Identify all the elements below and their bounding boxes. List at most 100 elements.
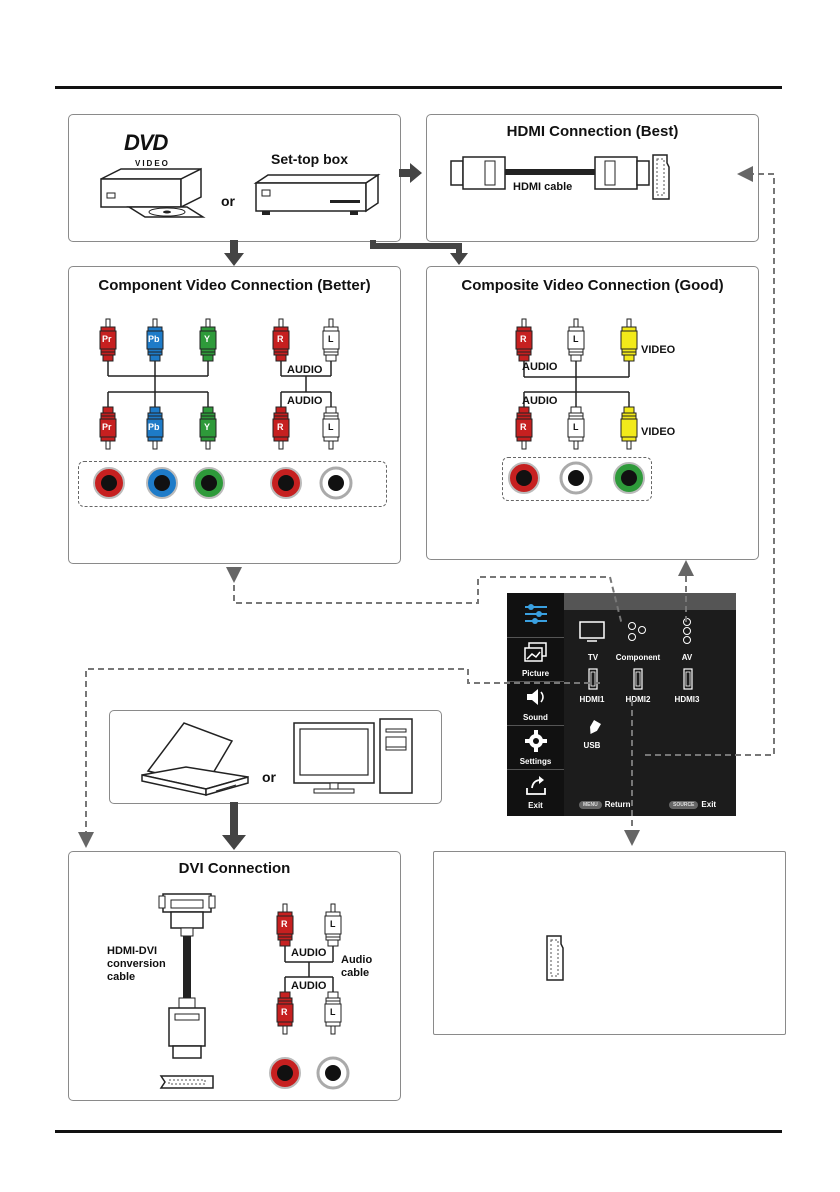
composite-audio-label-1: AUDIO xyxy=(522,361,558,373)
top-rule xyxy=(55,86,782,89)
component-audio-label-2: AUDIO xyxy=(287,395,323,407)
tv-icon xyxy=(579,621,605,642)
source-key-badge: SOURCE xyxy=(669,800,699,809)
or-text-1: or xyxy=(221,193,235,209)
comp-plug-l-top: L xyxy=(566,318,586,362)
dashed-connectors xyxy=(78,166,775,848)
usb-icon xyxy=(590,719,601,735)
dvi-plug-l-top: L xyxy=(323,903,343,947)
sidebar-label-settings: Settings xyxy=(519,757,552,766)
bottom-rule xyxy=(55,1130,782,1133)
footer-return-label: Return xyxy=(604,800,631,809)
plug-y-top: Y xyxy=(198,318,218,362)
dvi-audio-label-1: AUDIO xyxy=(291,947,327,959)
input-source-icon xyxy=(525,604,547,624)
settop-box-icon xyxy=(253,173,381,215)
sidebar-item-source[interactable] xyxy=(507,593,564,638)
source-menu-screen: Picture Sound Settings Exit xyxy=(507,593,736,816)
hdmi-title: HDMI Connection (Best) xyxy=(506,123,679,140)
gear-icon xyxy=(525,730,547,752)
hdmi-port-icon-2 xyxy=(546,935,564,981)
composite-jacks xyxy=(508,461,645,495)
sidebar-item-exit[interactable]: Exit xyxy=(507,769,564,813)
plug-l-bottom: L xyxy=(321,406,341,450)
composite-audio-label-2: AUDIO xyxy=(522,395,558,407)
sidebar-label-sound: Sound xyxy=(523,713,548,722)
menu-key-badge: MENU xyxy=(579,800,602,809)
plug-pr-bottom-label: Pr xyxy=(102,422,112,432)
plug-l-top-label: L xyxy=(328,334,334,344)
dvi-plug-r-top: R xyxy=(275,903,295,947)
dvi-cable-label-3: cable xyxy=(107,971,136,983)
component-panel: Component Video Connection (Better) Pr P… xyxy=(68,266,401,564)
comp-plug-l-top-label: L xyxy=(573,334,579,344)
dvi-audio-label-2: AUDIO xyxy=(291,980,327,992)
plug-pb-top: Pb xyxy=(145,318,165,362)
source-hdmi3[interactable]: HDMI3 xyxy=(674,695,700,704)
hdmi-port-icon xyxy=(652,154,670,200)
plug-y-top-label: Y xyxy=(204,334,211,344)
component-icon xyxy=(628,622,646,641)
dvd-logo: DVD xyxy=(124,130,168,155)
composite-jack-panel xyxy=(502,457,652,501)
dvi-cable-label-2: conversion xyxy=(107,958,166,970)
dvi-plug-r-bottom: R xyxy=(275,991,295,1035)
dvi-title: DVI Connection xyxy=(178,860,291,877)
source-hdmi1[interactable]: HDMI1 xyxy=(579,695,605,704)
comp-plug-l-bottom: L xyxy=(566,406,586,450)
component-audio-label-1: AUDIO xyxy=(287,364,323,376)
plug-r-bottom: R xyxy=(271,406,291,450)
comp-plug-video-top xyxy=(619,318,639,362)
settop-label: Set-top box xyxy=(271,151,348,167)
composite-video-label-1: VIDEO xyxy=(641,344,676,356)
hdmi2-port-panel xyxy=(433,851,786,1035)
sidebar-label-picture: Picture xyxy=(521,669,550,678)
hdmi-cable-label: HDMI cable xyxy=(513,181,573,193)
dvi-plug-r-top-label: R xyxy=(281,919,288,929)
comp-plug-r-top: R xyxy=(514,318,534,362)
composite-video-label-2: VIDEO xyxy=(641,426,676,438)
picture-icon xyxy=(524,642,547,662)
dvi-cable-icon xyxy=(158,893,216,1089)
composite-wiring xyxy=(523,359,630,409)
sidebar-item-settings[interactable]: Settings xyxy=(507,725,564,770)
component-jacks xyxy=(93,466,353,500)
comp-plug-video-bottom xyxy=(619,406,639,450)
component-title: Component Video Connection (Better) xyxy=(98,277,371,294)
dvi-plug-r-bottom-label: R xyxy=(281,1007,288,1017)
hdmi1-icon xyxy=(588,668,598,690)
audio-cable-label-2: cable xyxy=(341,967,370,979)
sidebar-item-picture[interactable]: Picture xyxy=(507,637,564,682)
dvi-plug-l-bottom-label: L xyxy=(330,1007,336,1017)
desktop-computer-icon xyxy=(293,718,413,794)
comp-plug-r-bottom: R xyxy=(514,406,534,450)
plug-pr-top-label: Pr xyxy=(102,334,112,344)
sidebar-label-exit: Exit xyxy=(528,801,543,810)
solid-arrows xyxy=(222,163,468,850)
hdmi-panel: HDMI Connection (Best) HDMI cable xyxy=(426,114,759,242)
comp-plug-l-bottom-label: L xyxy=(573,422,579,432)
source-hdmi2[interactable]: HDMI2 xyxy=(625,695,651,704)
plug-l-bottom-label: L xyxy=(328,422,334,432)
or-text-2: or xyxy=(262,769,276,785)
plug-y-bottom: Y xyxy=(198,406,218,450)
plug-l-top: L xyxy=(321,318,341,362)
source-devices-panel: DVD VIDEO or Set-top box xyxy=(68,114,401,242)
footer-exit-label: Exit xyxy=(701,800,717,809)
plug-y-bottom-label: Y xyxy=(204,422,211,432)
exit-icon xyxy=(526,776,546,795)
plug-r-top-label: R xyxy=(277,334,284,344)
source-component[interactable]: Component xyxy=(615,653,661,662)
hdmi-cable-icon xyxy=(450,156,650,190)
dvi-plug-l-top-label: L xyxy=(330,919,336,929)
menu-sidebar: Picture Sound Settings Exit xyxy=(507,593,564,816)
sidebar-item-sound[interactable]: Sound xyxy=(507,681,564,726)
source-usb[interactable]: USB xyxy=(583,741,601,750)
plug-r-bottom-label: R xyxy=(277,422,284,432)
source-tv[interactable]: TV xyxy=(587,653,599,662)
plug-pb-top-label: Pb xyxy=(148,334,160,344)
source-av[interactable]: AV xyxy=(681,653,693,662)
